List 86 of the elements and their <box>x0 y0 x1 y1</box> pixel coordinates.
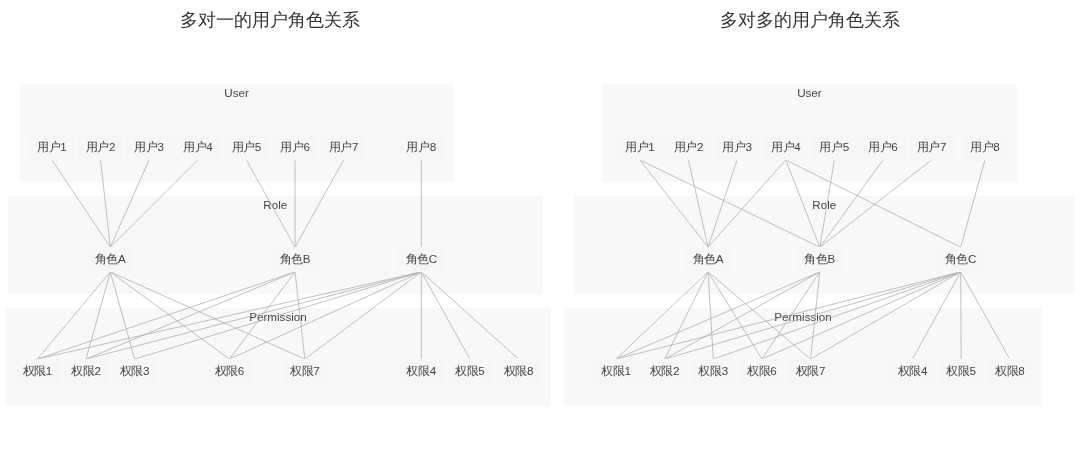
connector <box>109 271 135 360</box>
node-text: 角色B <box>279 252 311 266</box>
connector <box>810 271 821 360</box>
connector <box>109 271 306 360</box>
connector <box>420 159 422 248</box>
connector <box>109 271 230 360</box>
node-text: 用户4 <box>182 141 213 154</box>
node-text: 权限2 <box>649 364 680 378</box>
connector <box>85 271 296 360</box>
connector <box>246 159 296 248</box>
node-text: 角色C <box>405 252 438 266</box>
node-text: 权限6 <box>747 364 777 378</box>
connector <box>51 159 111 248</box>
connector <box>785 159 821 248</box>
node-text: 用户2 <box>673 141 704 154</box>
connector <box>707 159 787 248</box>
connector <box>707 271 763 360</box>
node-text: 角色A <box>94 252 126 266</box>
diagram-heading: 多对一的用户角色关系 <box>180 9 360 32</box>
node-text: 用户8 <box>970 141 1000 154</box>
diagram-heading: 多对多的用户角色关系 <box>720 9 900 32</box>
node-text: 用户3 <box>134 141 165 154</box>
connector <box>100 159 111 248</box>
node-text: 用户6 <box>280 141 310 154</box>
connector <box>420 271 422 360</box>
connector <box>229 271 422 360</box>
node-text: 用户5 <box>819 141 850 154</box>
node-text: 权限7 <box>289 364 320 378</box>
node-text: 权限4 <box>897 364 928 378</box>
connector <box>761 271 962 360</box>
node-text: 用户7 <box>916 141 947 154</box>
node-text: 权限5 <box>455 364 485 378</box>
node-text: 用户3 <box>722 141 752 154</box>
connector <box>819 159 932 248</box>
connector <box>85 271 111 360</box>
connector <box>37 271 296 360</box>
node-text: 权限6 <box>214 364 245 378</box>
node-text: 用户7 <box>328 141 359 154</box>
node-text: 权限3 <box>698 364 729 378</box>
connector <box>810 271 962 360</box>
connector <box>664 271 821 360</box>
node-text: 用户1 <box>37 141 67 154</box>
connector <box>707 271 714 360</box>
connector <box>785 159 962 248</box>
node-text: 角色B <box>804 252 836 266</box>
node-text: 用户2 <box>85 141 116 154</box>
connector <box>109 159 150 248</box>
connector <box>639 159 821 248</box>
node-text: 角色A <box>692 252 724 266</box>
node-text: 用户8 <box>406 141 437 154</box>
connector <box>37 271 111 360</box>
node-text: 用户5 <box>231 141 262 154</box>
node-text: 权限4 <box>406 364 437 378</box>
connector <box>664 271 709 360</box>
node-text: 权限2 <box>71 364 101 378</box>
connector <box>615 271 709 360</box>
node-text: 权限1 <box>22 364 53 378</box>
connector <box>304 271 422 360</box>
connector <box>109 159 199 248</box>
connector <box>420 271 519 360</box>
connector <box>960 271 1011 360</box>
connector <box>639 159 709 248</box>
node-text: 角色C <box>944 252 977 266</box>
node-text: 权限5 <box>946 364 977 378</box>
connector <box>707 271 811 360</box>
connector <box>420 271 471 360</box>
node-text: 权限1 <box>601 364 631 378</box>
connector <box>912 271 962 360</box>
connector <box>761 271 821 360</box>
connector <box>615 271 821 360</box>
connector <box>819 159 835 248</box>
node-text: 用户6 <box>868 141 898 154</box>
node-text: 权限8 <box>994 364 1025 378</box>
node-text: 权限8 <box>503 364 534 378</box>
node-text: 用户4 <box>770 141 801 154</box>
connector <box>294 159 344 248</box>
connector <box>688 159 709 248</box>
connector <box>960 271 962 360</box>
connector <box>960 159 986 248</box>
node-text: 权限3 <box>119 364 150 378</box>
connector <box>707 159 738 248</box>
connector <box>819 159 884 248</box>
node-text: 用户1 <box>625 141 655 154</box>
connector <box>229 271 296 360</box>
connector <box>294 271 306 360</box>
node-text: 权限7 <box>795 364 826 378</box>
